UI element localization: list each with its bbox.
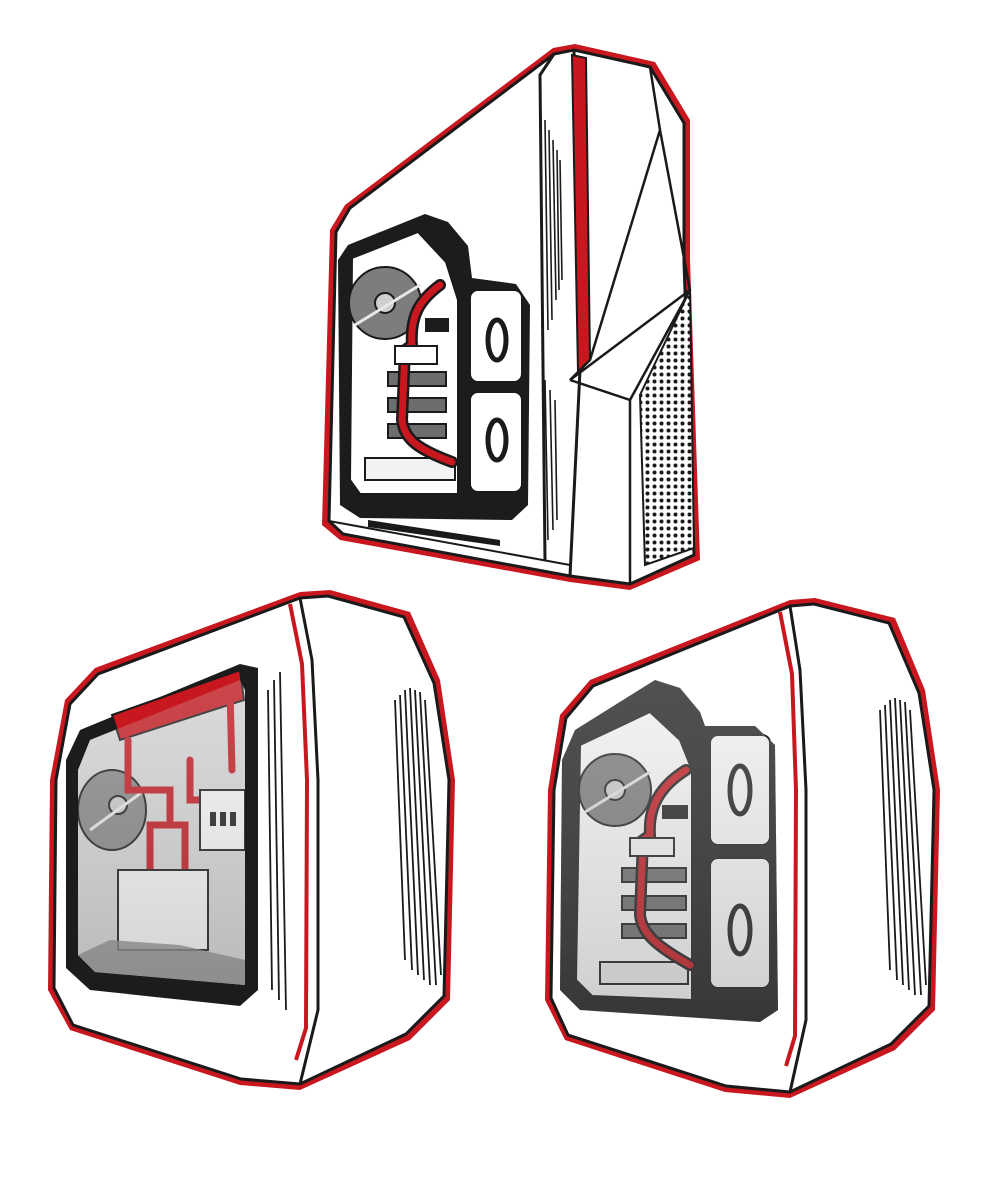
- tower-pump-block: [394, 345, 438, 365]
- cube-left-side-shading: [267, 671, 442, 1011]
- tower-front-shading: [544, 119, 563, 541]
- cube-left-red-trim: [288, 603, 310, 1061]
- cube-right-seam: [788, 605, 808, 1093]
- tower-right-facet: [569, 66, 692, 584]
- front-fan-icon: [469, 289, 523, 493]
- tower-case-top: [322, 44, 700, 590]
- tower-bottom-slot: [368, 520, 500, 546]
- cube-right-red-trim: [778, 611, 799, 1067]
- cube-case-bottom-left: [48, 590, 455, 1090]
- cube-case-bottom-right: [545, 598, 940, 1098]
- cube-left-glass: [78, 680, 245, 985]
- cube-right-side-shading: [879, 697, 927, 996]
- cube-left-seam: [298, 597, 320, 1085]
- mesh-grille-icon: [638, 289, 696, 567]
- cube-right-glass: [560, 680, 778, 1022]
